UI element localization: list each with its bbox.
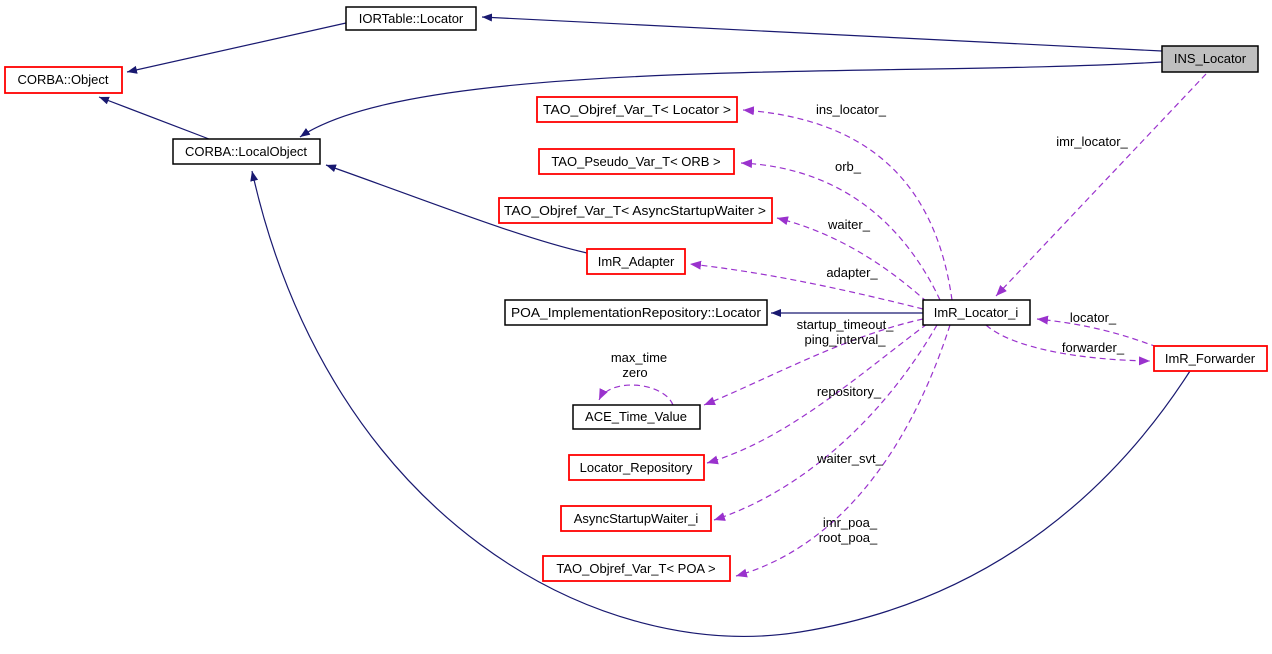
node-label: ACE_Time_Value <box>585 409 687 424</box>
node-box <box>4 66 123 94</box>
node-tao-pseudo-var-t-orb[interactable]: TAO_Pseudo_Var_T< ORB > <box>538 148 735 175</box>
node-label: ImR_Forwarder <box>1165 351 1256 366</box>
node-label: TAO_Objref_Var_T< Locator > <box>543 102 731 117</box>
inheritance-edges <box>98 13 1191 637</box>
node-label: CORBA::Object <box>17 72 108 87</box>
nodes: IORTable::Locator CORBA::Object CORBA::L… <box>4 6 1268 582</box>
node-label: CORBA::LocalObject <box>185 144 307 159</box>
edge-label-startup-timeout: startup_timeout_ <box>797 317 895 332</box>
usage-edges <box>598 73 1207 578</box>
node-imr-locator-i[interactable]: ImR_Locator_i <box>922 299 1031 326</box>
edge-label-max-time: max_time <box>611 350 667 365</box>
edge-label-ins-locator: ins_locator_ <box>816 102 887 117</box>
edge-usage-adapter <box>689 260 924 310</box>
node-box <box>568 454 705 481</box>
edge-usage-waiter <box>776 216 928 303</box>
node-box <box>572 404 701 430</box>
edge-label-ping-interval: ping_interval_ <box>805 332 887 347</box>
node-box <box>498 197 773 224</box>
node-box <box>542 555 731 582</box>
edge-usage-ace-time-value-self-loop <box>598 384 674 406</box>
edge-usage-imr-poa-root-poa <box>735 324 951 578</box>
node-box <box>1161 45 1259 73</box>
node-asyncstartupwaiter-i[interactable]: AsyncStartupWaiter_i <box>560 505 712 532</box>
edge-label-forwarder: forwarder_ <box>1062 340 1125 355</box>
node-label: TAO_Objref_Var_T< POA > <box>556 561 715 576</box>
node-tao-objref-var-t-asyncstartupwaiter[interactable]: TAO_Objref_Var_T< AsyncStartupWaiter > <box>498 197 773 224</box>
edge-label-repository: repository_ <box>817 384 882 399</box>
node-corba-localobject[interactable]: CORBA::LocalObject <box>172 138 321 165</box>
node-locator-repository[interactable]: Locator_Repository <box>568 454 705 481</box>
edge-labels: ins_locator_ orb_ waiter_ adapter_ start… <box>611 102 1129 545</box>
node-label: POA_ImplementationRepository::Locator <box>511 305 762 320</box>
node-label: ImR_Adapter <box>598 254 675 269</box>
edge-ins-locator-to-iortable-locator <box>481 13 1163 52</box>
node-box <box>560 505 712 532</box>
node-label: IORTable::Locator <box>359 11 464 26</box>
edge-label-adapter: adapter_ <box>826 265 878 280</box>
node-label: TAO_Pseudo_Var_T< ORB > <box>551 154 720 169</box>
node-corba-object[interactable]: CORBA::Object <box>4 66 123 94</box>
edge-usage-forwarder <box>985 324 1151 366</box>
node-label: Locator_Repository <box>580 460 693 475</box>
edge-usage-ins-locator <box>742 106 953 301</box>
edge-ins-locator-to-localobject <box>299 61 1163 138</box>
node-label: TAO_Objref_Var_T< AsyncStartupWaiter > <box>504 203 766 218</box>
edge-usage-startup-timeout-ping-interval <box>703 318 924 406</box>
node-box <box>1153 345 1268 372</box>
node-ace-time-value[interactable]: ACE_Time_Value <box>572 404 701 430</box>
node-label: AsyncStartupWaiter_i <box>574 511 699 526</box>
node-box <box>345 6 477 31</box>
node-box <box>536 96 738 123</box>
edge-label-zero: zero <box>622 365 647 380</box>
edge-label-waiter: waiter_ <box>827 217 871 232</box>
node-tao-objref-var-t-locator[interactable]: TAO_Objref_Var_T< Locator > <box>536 96 738 123</box>
node-imr-adapter[interactable]: ImR_Adapter <box>586 248 686 275</box>
node-box <box>172 138 321 165</box>
edge-usage-waiter-svt <box>713 324 938 521</box>
edge-usage-repository <box>706 323 928 465</box>
edge-label-imr-locator: imr_locator_ <box>1056 134 1128 149</box>
node-box <box>504 299 768 326</box>
node-box <box>922 299 1031 326</box>
edge-label-imr-poa: imr_poa_ <box>823 515 878 530</box>
node-poa-implementationrepository-locator[interactable]: POA_ImplementationRepository::Locator <box>504 299 768 326</box>
node-tao-objref-var-t-poa[interactable]: TAO_Objref_Var_T< POA > <box>542 555 731 582</box>
edge-imr-forwarder-to-localobject <box>250 170 1191 637</box>
node-box <box>586 248 686 275</box>
node-imr-forwarder[interactable]: ImR_Forwarder <box>1153 345 1268 372</box>
node-ins-locator[interactable]: INS_Locator <box>1161 45 1259 73</box>
node-label: ImR_Locator_i <box>934 305 1019 320</box>
edge-imr-adapter-to-localobject <box>325 164 588 254</box>
edge-localobject-to-corba-object <box>98 96 210 140</box>
edge-label-orb: orb_ <box>835 159 862 174</box>
edge-label-root-poa: root_poa_ <box>819 530 878 545</box>
node-iortable-locator[interactable]: IORTable::Locator <box>345 6 477 31</box>
edge-usage-imr-locator <box>995 73 1207 297</box>
edge-iortable-locator-to-corba-object <box>126 22 347 74</box>
edge-usage-locator <box>1036 315 1158 348</box>
node-label: INS_Locator <box>1174 51 1247 66</box>
node-box <box>538 148 735 175</box>
edge-label-locator: locator_ <box>1070 310 1117 325</box>
edge-label-waiter-svt: waiter_svt_ <box>816 451 884 466</box>
